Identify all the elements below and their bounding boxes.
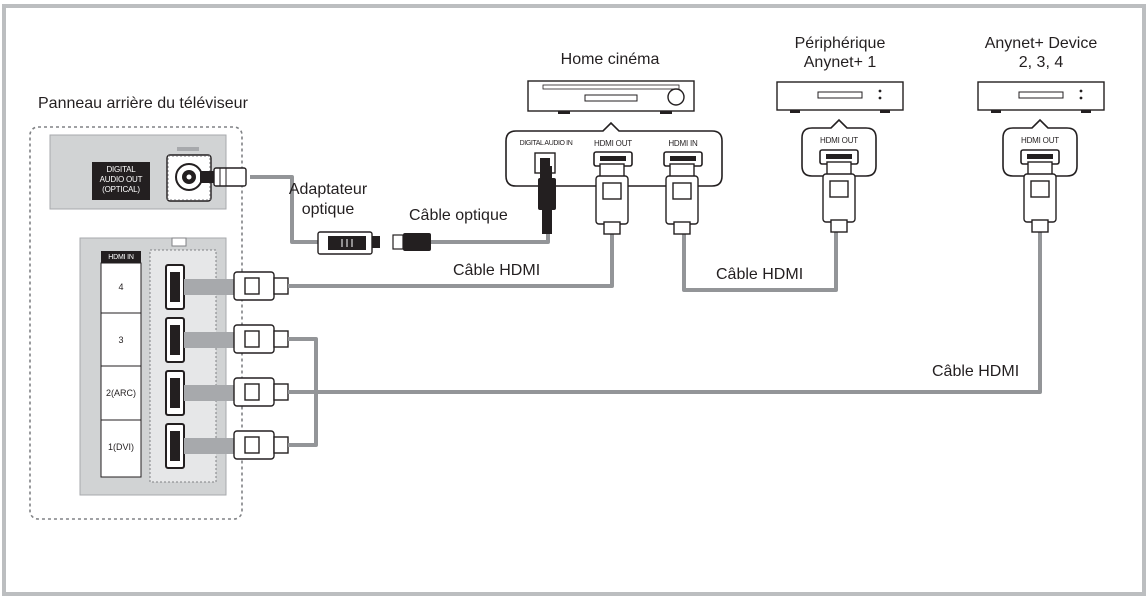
optical-adapter-label-line2: optique <box>301 201 355 218</box>
cables <box>250 175 1042 447</box>
cable-hdmi4-to-hc <box>288 232 614 288</box>
tv-back-panel-label: Panneau arrière du téléviseur <box>38 95 248 112</box>
hdmi-in-block <box>79 237 227 496</box>
home-cinema-label: Home cinéma <box>560 51 660 68</box>
hc-hdmi-plugs <box>595 163 699 235</box>
tv-hdmi-jack-1 <box>165 423 185 469</box>
tv-hdmi-jacks <box>165 264 185 469</box>
device1-hdmi-out-label: HDMI OUT <box>820 136 858 145</box>
digital-audio-out-label-3: (OPTICAL) <box>102 185 140 194</box>
hdmi-in-header: HDMI IN <box>108 254 134 261</box>
cable-hc-to-device1 <box>682 232 838 292</box>
hdmi-cable-label-3: Câble HDMI <box>932 363 1020 380</box>
home-cinema-device <box>527 80 695 114</box>
optical-out-block <box>49 134 227 210</box>
tv-panel-outline <box>29 126 243 520</box>
optical-adapter-label-line1: Adaptateur <box>288 181 368 198</box>
anynet-device-2 <box>977 81 1105 177</box>
hdmi-cable-label-2: Câble HDMI <box>716 266 804 283</box>
digital-audio-out-label-1: DIGITAL <box>106 165 136 174</box>
anynet-device-1 <box>776 81 904 177</box>
hdmi-port-label-3: 3 <box>118 335 124 345</box>
optical-cable-label: Câble optique <box>409 207 508 224</box>
digital-audio-out-label-2: AUDIO OUT <box>99 175 143 184</box>
device1-label-line1: Périphérique <box>794 35 886 52</box>
hc-hdmi-out-label: HDMI OUT <box>594 139 632 148</box>
device2-label-line2: 2, 3, 4 <box>1018 54 1064 71</box>
hdmi-port-label-2: 2(ARC) <box>105 388 136 398</box>
device1-label-line2: Anynet+ 1 <box>803 54 877 71</box>
tv-hdmi-jack-3 <box>165 317 185 363</box>
device2-label-line1: Anynet+ Device <box>984 35 1098 52</box>
tv-hdmi-jack-4 <box>165 264 185 310</box>
hdmi-port-label-4: 4 <box>118 282 124 292</box>
tv-hdmi-jack-2 <box>165 370 185 416</box>
outer-frame <box>2 4 1146 596</box>
optical-plug-hc <box>538 166 556 234</box>
device2-hdmi-out-label: HDMI OUT <box>1021 136 1059 145</box>
optical-plug-tv <box>200 167 247 187</box>
hdmi-port-label-1: 1(DVI) <box>107 442 134 452</box>
cable-hdmi2-to-device2 <box>288 232 1042 394</box>
device1-hdmi-plug <box>822 161 856 233</box>
cable-optical-tv <box>250 175 318 244</box>
tv-hdmi-plugs <box>184 271 289 460</box>
hdmi-cable-label-1: Câble HDMI <box>453 262 541 279</box>
hc-hdmi-in-label: HDMI IN <box>668 139 698 148</box>
optical-adapter <box>317 231 431 255</box>
hc-digital-audio-in-label: DIGITAL AUDIO IN <box>519 140 573 147</box>
device2-hdmi-plug <box>1023 161 1057 233</box>
